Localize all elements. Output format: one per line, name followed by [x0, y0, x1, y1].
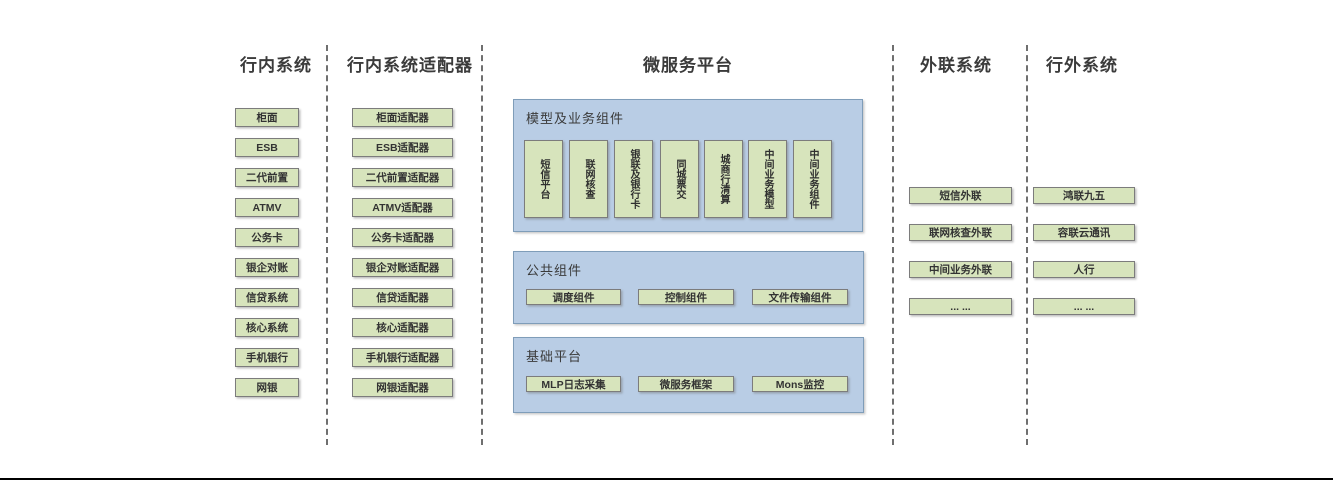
adapter-box: 网银适配器	[352, 378, 453, 397]
vertical-component-box: 银联及银行卡	[614, 140, 653, 218]
vertical-component-box: 短信平台	[524, 140, 563, 218]
panel-label: 公共组件	[526, 263, 583, 278]
column-divider-2	[481, 45, 483, 445]
adapter-box: 核心适配器	[352, 318, 453, 337]
column-header-external-systems: 行外系统	[1046, 55, 1118, 75]
internal-system-box: 公务卡	[235, 228, 299, 247]
panel-label: 基础平台	[526, 349, 583, 364]
internal-system-box: ESB	[235, 138, 299, 157]
vertical-component-label: 联网核查	[583, 159, 594, 199]
external-system-box: 鸿联九五	[1033, 187, 1135, 204]
vertical-component-label: 城商行清算	[718, 154, 729, 204]
common-component-box: 文件传输组件	[752, 289, 848, 305]
common-component-box: 控制组件	[638, 289, 734, 305]
outreach-system-box: 联网核查外联	[909, 224, 1012, 241]
outreach-system-box: ... ...	[909, 298, 1012, 315]
vertical-component-box: 同城票交	[660, 140, 699, 218]
external-system-box: 容联云通讯	[1033, 224, 1135, 241]
vertical-component-label: 中间业务模型	[762, 149, 773, 209]
outreach-system-box: 短信外联	[909, 187, 1012, 204]
column-divider-3	[892, 45, 894, 445]
vertical-component-label: 短信平台	[538, 159, 549, 199]
adapter-box: 银企对账适配器	[352, 258, 453, 277]
common-component-box: 调度组件	[526, 289, 621, 305]
column-header-internal-systems: 行内系统	[240, 55, 312, 75]
base-platform-box: MLP日志采集	[526, 376, 621, 392]
column-divider-4	[1026, 45, 1028, 445]
column-header-microservice-platform: 微服务平台	[643, 55, 733, 75]
adapter-box: 柜面适配器	[352, 108, 453, 127]
vertical-component-box: 联网核查	[569, 140, 608, 218]
panel-common-components: 公共组件 调度组件 控制组件 文件传输组件	[513, 251, 864, 324]
internal-system-box: 网银	[235, 378, 299, 397]
adapter-box: ESB适配器	[352, 138, 453, 157]
adapter-box: 信贷适配器	[352, 288, 453, 307]
internal-system-box: 信贷系统	[235, 288, 299, 307]
vertical-component-label: 银联及银行卡	[628, 149, 639, 209]
internal-system-box: 手机银行	[235, 348, 299, 367]
vertical-component-label: 中间业务组件	[807, 149, 818, 209]
vertical-component-box: 中间业务组件	[793, 140, 832, 218]
internal-system-box: ATMV	[235, 198, 299, 217]
external-system-box: 人行	[1033, 261, 1135, 278]
vertical-component-box: 中间业务模型	[748, 140, 787, 218]
base-platform-box: 微服务框架	[638, 376, 734, 392]
adapter-box: 二代前置适配器	[352, 168, 453, 187]
internal-system-box: 二代前置	[235, 168, 299, 187]
bottom-border-line	[0, 478, 1333, 480]
panel-base-platform: 基础平台 MLP日志采集 微服务框架 Mons监控	[513, 337, 864, 413]
vertical-component-box: 城商行清算	[704, 140, 743, 218]
internal-system-box: 核心系统	[235, 318, 299, 337]
vertical-component-label: 同城票交	[674, 159, 685, 199]
adapter-box: 手机银行适配器	[352, 348, 453, 367]
column-header-internal-adapters: 行内系统适配器	[347, 55, 473, 75]
adapter-box: ATMV适配器	[352, 198, 453, 217]
adapter-box: 公务卡适配器	[352, 228, 453, 247]
external-system-box: ... ...	[1033, 298, 1135, 315]
column-divider-1	[326, 45, 328, 445]
outreach-system-box: 中间业务外联	[909, 261, 1012, 278]
column-header-outreach-systems: 外联系统	[920, 55, 992, 75]
panel-model-business-components: 模型及业务组件 短信平台 联网核查 银联及银行卡 同城票交 城商行清算 中间业务…	[513, 99, 863, 232]
panel-label: 模型及业务组件	[526, 111, 625, 126]
base-platform-box: Mons监控	[752, 376, 848, 392]
internal-system-box: 柜面	[235, 108, 299, 127]
internal-system-box: 银企对账	[235, 258, 299, 277]
